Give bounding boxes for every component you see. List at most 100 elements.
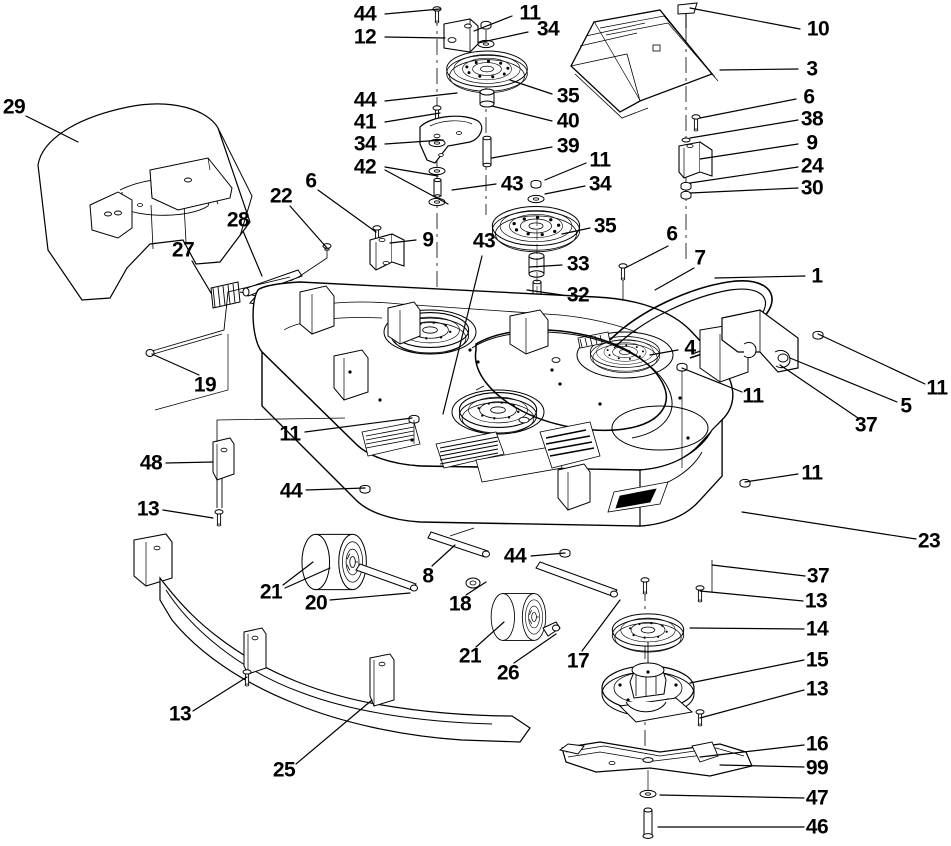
callout-number-18: 18	[448, 592, 472, 616]
leader-line-23	[741, 511, 917, 540]
callout-number-12: 12	[353, 25, 377, 49]
callout-number-33: 33	[566, 252, 590, 276]
leader-line-21	[475, 621, 505, 648]
leader-line-22	[289, 205, 328, 249]
leader-line-11	[304, 417, 413, 433]
belt-cover-29-group	[37, 103, 253, 301]
callout-number-39: 39	[556, 134, 580, 158]
callout-number-24: 24	[800, 154, 824, 178]
leader-line-32	[526, 289, 563, 296]
callout-number-37: 37	[854, 413, 878, 437]
leader-line-8	[431, 544, 456, 567]
discharge-chute-group	[570, 2, 719, 260]
leader-line-24	[689, 166, 799, 184]
leader-line-33	[529, 264, 563, 268]
callout-number-43: 43	[500, 172, 524, 196]
leader-line-28	[242, 230, 263, 277]
caster-wheels-group	[301, 484, 618, 641]
callout-number-11: 11	[279, 422, 301, 446]
leader-line-34	[477, 31, 529, 44]
leader-line-44	[384, 92, 458, 102]
leader-line-13	[162, 509, 214, 519]
leader-line-18	[465, 581, 487, 596]
leader-line-3	[719, 68, 799, 71]
leader-line-9	[699, 143, 799, 160]
callout-number-9: 9	[422, 228, 434, 252]
callout-number-27: 27	[171, 238, 195, 262]
callout-number-13: 13	[136, 497, 160, 521]
callout-number-32: 32	[566, 283, 590, 307]
callout-number-11: 11	[519, 1, 541, 25]
leader-line-11	[544, 162, 587, 181]
callout-number-48: 48	[139, 451, 163, 475]
leader-line-38	[689, 119, 799, 139]
leader-line-40	[491, 105, 553, 122]
leader-line-35	[561, 227, 591, 235]
leader-line-48	[165, 461, 214, 464]
leader-line-6	[624, 245, 669, 269]
callout-number-15: 15	[805, 648, 829, 672]
leader-line-42	[384, 169, 449, 205]
rear-bracket-5-group	[721, 309, 824, 373]
callout-number-21: 21	[458, 644, 482, 668]
leader-line-25	[295, 699, 373, 765]
callout-number-6: 6	[803, 85, 815, 109]
leader-line-26	[513, 633, 557, 664]
leader-line-99	[719, 764, 805, 768]
callout-number-3: 3	[806, 57, 818, 81]
callout-number-6: 6	[666, 222, 678, 246]
leader-line-43	[451, 183, 497, 191]
callout-number-34: 34	[536, 17, 560, 41]
leader-line-7	[654, 267, 695, 291]
callout-number-25: 25	[272, 758, 296, 782]
callout-number-4: 4	[684, 336, 696, 360]
leader-line-6	[699, 98, 797, 119]
leader-line-11	[817, 333, 926, 385]
leader-line-11	[744, 473, 799, 483]
leader-line-44	[384, 8, 441, 15]
callout-number-28: 28	[226, 208, 250, 232]
callout-number-34: 34	[353, 132, 377, 156]
leader-line-9	[389, 239, 417, 244]
callout-number-41: 41	[353, 110, 377, 134]
callout-number-22: 22	[269, 184, 293, 208]
leader-line-44	[530, 552, 566, 557]
callout-number-17: 17	[566, 649, 590, 673]
leader-line-47	[659, 794, 805, 799]
callout-number-13: 13	[805, 677, 829, 701]
leader-line-39	[491, 146, 553, 159]
leader-line-13	[192, 676, 248, 712]
callout-number-44: 44	[353, 88, 377, 112]
callout-number-16: 16	[805, 732, 829, 756]
left-bracket-9-group	[369, 225, 405, 271]
leader-line-17	[581, 599, 621, 652]
leader-line-11	[681, 367, 743, 393]
leader-line-13	[699, 590, 804, 602]
spindle-blade-group	[558, 560, 753, 839]
callout-number-44: 44	[279, 479, 303, 503]
callout-number-46: 46	[805, 815, 829, 839]
leader-line-13	[699, 689, 805, 719]
leader-line-14	[689, 627, 805, 630]
leader-line-10	[689, 7, 801, 30]
leader-line-29	[25, 115, 79, 143]
callout-number-42: 42	[353, 155, 377, 179]
callout-number-19: 19	[193, 373, 217, 397]
callout-number-8: 8	[422, 564, 434, 588]
callout-number-11: 11	[589, 148, 611, 172]
callout-number-35: 35	[556, 84, 580, 108]
callout-number-35: 35	[593, 214, 617, 238]
callout-number-10: 10	[806, 17, 830, 41]
callout-number-99: 99	[805, 756, 829, 780]
leader-line-37	[711, 564, 806, 577]
callout-number-13: 13	[804, 589, 828, 613]
callout-number-44: 44	[503, 544, 527, 568]
callout-number-7: 7	[694, 246, 706, 270]
leader-line-1	[714, 275, 806, 279]
leader-line-20	[329, 592, 411, 601]
leader-line-19	[151, 353, 200, 376]
top-spindle-hardware-group	[419, 6, 581, 316]
leader-line-16	[699, 744, 805, 758]
